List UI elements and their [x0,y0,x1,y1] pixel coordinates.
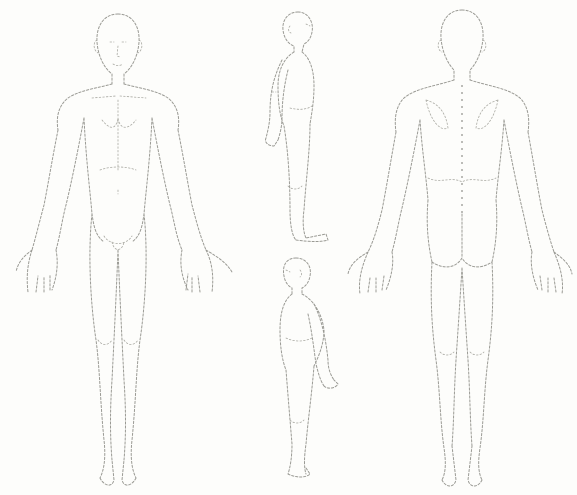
front-head [97,14,139,84]
back-view-figure [348,10,572,486]
spine-dot [461,148,463,150]
side-upper-arm [265,60,288,146]
front-view-figure [16,14,232,485]
spine-dot [461,85,463,87]
spine-dot [461,106,463,108]
side-upper-legs [284,124,328,242]
side-lower-head [284,258,311,294]
spine-dot [461,141,463,143]
back-torso [395,80,528,200]
spine-dots [461,85,463,213]
front-legs [90,214,146,478]
spine-dot [461,92,463,94]
back-left-arm [368,120,420,252]
spine-dot [461,183,463,185]
front-left-arm [32,118,84,250]
back-hips [427,200,497,267]
front-right-hand [181,250,232,292]
spine-dot [461,197,463,199]
back-left-hand [348,252,393,294]
back-legs [431,262,493,480]
spine-dot [461,169,463,171]
spine-dot [461,176,463,178]
back-right-hand [531,252,572,294]
spine-dot [461,204,463,206]
spine-dot [461,155,463,157]
back-right-arm [504,120,554,252]
front-left-hand [16,250,57,292]
spine-dot [461,127,463,129]
side-lower-arm [308,304,338,388]
spine-dot [461,162,463,164]
side-upper-torso [278,52,314,126]
spine-dot [461,211,463,213]
side-view-figure-upper [265,12,328,242]
spine-dot [461,134,463,136]
side-lower-legs [286,366,314,477]
back-feet [442,446,482,486]
spine-dot [461,120,463,122]
side-upper-head [283,12,312,52]
side-lower-torso [280,294,324,370]
spine-dot [461,190,463,192]
spine-dot [461,113,463,115]
front-right-arm [152,118,206,250]
back-head [441,10,483,80]
front-feet [100,460,136,485]
spine-dot [461,99,463,101]
side-view-figure-lower [280,258,338,477]
